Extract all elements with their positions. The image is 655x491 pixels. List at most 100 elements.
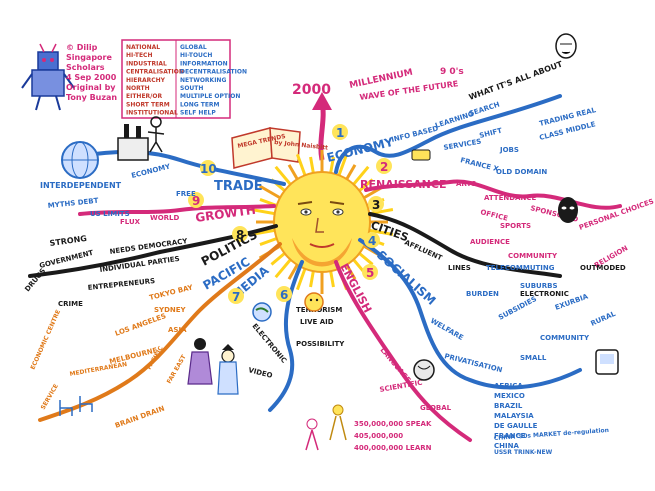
sun-ray xyxy=(250,208,277,216)
media-word: POSSIBILITY xyxy=(296,340,345,348)
media-word: VIDEO xyxy=(248,366,274,380)
year-2000-label: 2000 xyxy=(292,82,331,98)
branch-lines xyxy=(28,94,622,442)
english-word: 350,000,000 SPEAK xyxy=(354,420,432,428)
factory-icon xyxy=(117,124,149,161)
branch-label-growth: GROWTH xyxy=(194,203,256,225)
country-item: MEXICO xyxy=(494,392,525,400)
table-right-column: GLOBALHI-TOUCHINFORMATIONDECENTRALISATIO… xyxy=(180,44,247,117)
sun-ray xyxy=(350,165,370,188)
cities-word: OUTMODED xyxy=(580,264,626,272)
table-left-cell: SHORT TERM xyxy=(126,101,170,108)
socialism-word: BURDEN xyxy=(466,290,499,298)
trade-word: MYTHS DEBT xyxy=(47,197,99,210)
country-item: CHINA xyxy=(494,442,519,450)
politics-word: DRUGS xyxy=(23,267,47,293)
country-item: DE GAULLE xyxy=(494,422,538,430)
sun-ray xyxy=(274,165,294,188)
branch-number-3: 3 xyxy=(372,198,380,212)
pacific-word: TOKYO BAY xyxy=(149,283,195,302)
branch-number-1: 1 xyxy=(336,126,344,140)
table-right-cell: MULTIPLE OPTION xyxy=(180,93,240,100)
politics-word: STRONG xyxy=(49,234,87,248)
growth-word: WORLD xyxy=(150,214,180,222)
computer-icon xyxy=(595,349,619,375)
pacific-word: SYDNEY xyxy=(154,306,187,314)
branch-number-7: 7 xyxy=(232,290,240,304)
branch-number-5: 5 xyxy=(366,266,374,280)
dancers-icon xyxy=(305,404,347,451)
table-right-cell: SELF HELP xyxy=(180,110,216,117)
cities-subtopics: AFFLUENT LINES TELECOMMUTING OUTMODED EL… xyxy=(403,239,626,298)
pacific-word: SERVICE xyxy=(40,383,60,411)
economy-word: FRANCE X xyxy=(460,156,501,173)
chairs-icon xyxy=(59,396,93,416)
japanese-doll-icon xyxy=(187,338,213,385)
politics-word: CRIME xyxy=(58,300,83,308)
renaissance-word: ATTENDANCE xyxy=(484,194,536,202)
pacific-subtopics: TOKYO BAY SYDNEY LOS ANGELES MELBOURNE A… xyxy=(29,283,194,430)
branch-number-2: 2 xyxy=(380,160,388,174)
socialism-word: SUBSIDIES xyxy=(497,295,538,322)
sun-ray xyxy=(367,228,394,236)
pacific-word: ASIA xyxy=(168,326,187,334)
branch-label-renaissance: RENAISSANCE xyxy=(360,178,446,191)
sun-ray xyxy=(250,228,277,236)
country-item: AFRICA xyxy=(494,382,523,390)
small-globe-icon xyxy=(413,359,435,381)
branch-number-10: 10 xyxy=(200,162,217,176)
table-right-cell: GLOBAL xyxy=(180,44,207,51)
cities-word: ELECTRONIC xyxy=(520,290,569,298)
table-left-column: NATIONALHI-TECHINDUSTRIALCENTRALISATIONH… xyxy=(126,44,184,117)
table-right-cell: NETWORKING xyxy=(180,77,226,84)
book-icon xyxy=(231,127,301,169)
signature-line-4: 4 Sep 2000 xyxy=(66,73,117,82)
person-head-icon xyxy=(555,33,577,59)
table-left-cell: HIERARCHY xyxy=(126,77,166,84)
socialism-word: WELFARE xyxy=(429,317,465,342)
trade-word: INTERDEPENDENT xyxy=(40,181,122,190)
renaissance-word: AUDIENCE xyxy=(470,238,510,246)
english-word: LANGUAGE xyxy=(378,346,412,384)
table-left-cell: NATIONAL xyxy=(126,44,160,51)
table-right-cell: SOUTH xyxy=(180,85,203,92)
renaissance-word: ARTS xyxy=(456,180,476,188)
economy-subtopics: INFO BASED LEARNING SEARCH SHIFT SERVICE… xyxy=(391,100,598,176)
signature-block: © Dilip Singapore Scholars 4 Sep 2000 Or… xyxy=(21,43,117,111)
branch-trade: 10 TRADE xyxy=(200,160,263,194)
chinese-man-icon xyxy=(217,344,239,395)
branch-number-4: 4 xyxy=(368,234,376,248)
branch-number-9: 9 xyxy=(192,194,200,208)
media-word: LIVE AID xyxy=(300,318,334,326)
english-word: 405,000,000 xyxy=(354,432,403,440)
table-left-cell: INSTITUTIONAL xyxy=(126,110,178,117)
pacific-word: ECONOMIC CENTRE xyxy=(29,309,62,371)
politics-word: ENTREPRENEURS xyxy=(87,277,155,292)
cities-word: TELECOMMUTING xyxy=(486,264,555,272)
socialism-word: RURAL xyxy=(590,310,618,328)
branch-renaissance: 2 RENAISSANCE xyxy=(360,158,446,191)
lion-face-icon xyxy=(304,292,324,312)
signature-line-2: Singapore xyxy=(66,53,112,62)
media-word: ELECTRONIC xyxy=(250,322,288,365)
ninety-label: 9 0's xyxy=(440,67,464,77)
trade-word: ECONOMY xyxy=(131,162,172,180)
table-left-cell: CENTRALISATION xyxy=(126,69,184,76)
globe-icon xyxy=(61,141,99,179)
english-extra-line: USSR TRINK-NEW xyxy=(494,449,553,456)
renaissance-word: SPORTS xyxy=(500,222,531,230)
earth-globe-icon xyxy=(252,302,272,322)
pacific-word: BRAIN DRAIN xyxy=(114,404,166,429)
cities-word: LINES xyxy=(448,264,471,272)
table-right-cell: HI-TOUCH xyxy=(180,52,212,59)
masked-face-icon xyxy=(558,197,578,223)
branch-politics: 8 POLITICS xyxy=(199,226,260,269)
signature-line-5: Original by xyxy=(66,83,116,92)
economy-word: SERVICES xyxy=(443,137,482,152)
trends-table: NATIONALHI-TECHINDUSTRIALCENTRALISATIONH… xyxy=(121,39,247,119)
renaissance-subtopics: ARTS ATTENDANCE OFFICE SPORTS AUDIENCE C… xyxy=(456,180,655,270)
table-left-cell: EITHER/OR xyxy=(126,93,162,100)
trade-word: US LIMITS xyxy=(90,210,130,218)
growth-subtopics: WORLD FLUX xyxy=(120,214,180,226)
signature-line-1: © Dilip xyxy=(66,43,98,52)
